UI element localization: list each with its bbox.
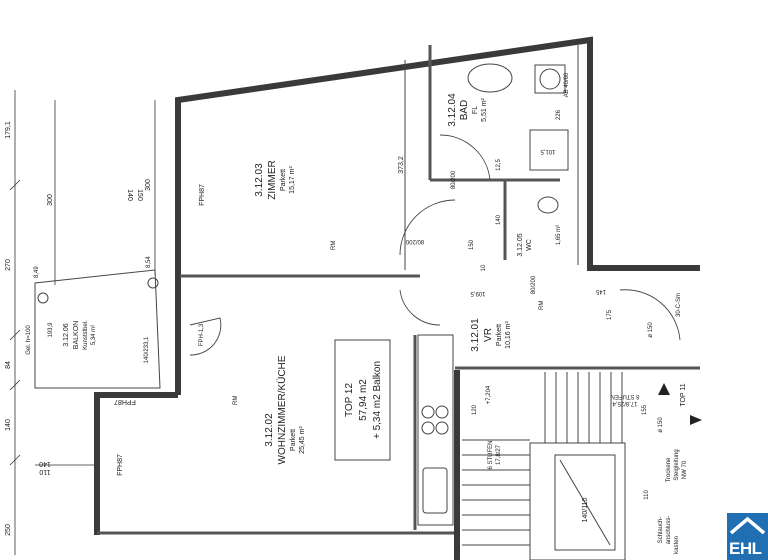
balcony: Gel. h=100 193,9 8,49 8,54 140/233,1 3.1… <box>26 256 161 389</box>
room-zimmer: 3.12.03 ZIMMER Parkett 15,17 m² <box>254 160 296 199</box>
stair-label: 6 STUFEN <box>488 440 494 469</box>
dim-label: 140 <box>39 460 51 467</box>
stair-label: 17,8/25,4 <box>612 400 638 406</box>
house-roof-icon <box>729 516 766 535</box>
stair-label: 17,8/27 <box>496 444 502 465</box>
note-label: kasten <box>674 536 680 554</box>
balcony-area: + 5,34 m2 Balkon <box>372 361 383 439</box>
note-label: Schlauch- <box>658 517 664 544</box>
smoke-detector-label: RM <box>331 241 337 250</box>
dim-label: 300 <box>47 194 54 206</box>
note-label: AB 40/60 <box>564 72 570 97</box>
stair-label: 8 STUFEN <box>610 393 639 399</box>
dim-label: 300 <box>145 179 152 191</box>
dim-label: 110 <box>39 468 50 475</box>
dim-label: 145 <box>595 288 606 294</box>
room-area: 15,17 m² <box>289 166 296 194</box>
doors <box>189 134 681 356</box>
dim-label: 12,5 <box>496 159 502 171</box>
dim-label: 80/200 <box>531 275 537 294</box>
room-area: 5,51 m² <box>481 97 488 121</box>
room-wc: 3.12.05 WC 1,65 m² <box>517 225 562 257</box>
room-name: WOHNZIMMER/KÜCHE <box>276 355 288 464</box>
dimension-chain-left: 179,1 270 84 140 250 300 140 150 300 140… <box>5 90 156 555</box>
dim-label: 250 <box>5 524 12 536</box>
note-label: Trockene <box>666 457 672 482</box>
dim-label: 110 <box>644 490 650 500</box>
stairwell: 140/110 8 STUFEN 17,8/25,4 6 STUFEN 17,8… <box>462 372 702 560</box>
dim-label: 10 <box>481 264 487 271</box>
room-number: 3.12.05 <box>517 233 524 256</box>
dim-label: 140/233,1 <box>144 336 150 363</box>
window-label: FPH87 <box>199 184 206 206</box>
room-name: VR <box>483 328 494 342</box>
dim-label: ø 150 <box>648 322 654 338</box>
dim-label: 8,49 <box>34 266 40 278</box>
balcony-railing-label: Gel. h=100 <box>26 325 32 355</box>
smoke-detector-label: RM <box>233 396 239 405</box>
room-area: 1,65 m² <box>556 225 562 245</box>
room-name: BALKON <box>73 321 80 349</box>
dim-label: 120 <box>472 404 478 415</box>
note-label: NW 70 <box>682 460 688 479</box>
dim-label: 193,9 <box>48 322 54 338</box>
unit-number: TOP 12 <box>344 383 355 418</box>
level-label: +7,204 <box>486 385 492 404</box>
room-number: 3.12.03 <box>254 163 265 197</box>
room-bad: 3.12.04 BAD FL 5,51 m² <box>447 93 488 127</box>
fixtures <box>417 63 569 526</box>
dim-label: 8,54 <box>146 256 152 268</box>
room-floor: Parkett <box>280 169 287 191</box>
dim-label: 84 <box>5 361 12 369</box>
window-label: FPH87 <box>114 398 136 405</box>
dim-label: 150 <box>469 239 475 250</box>
note-label: anschluss- <box>666 516 672 545</box>
dim-label: 175 <box>607 309 613 320</box>
unit-area: 57,94 m2 <box>358 379 369 421</box>
room-area: 5,34 m² <box>91 325 97 345</box>
dim-label: 373,2 <box>398 156 405 174</box>
room-floor: Kunststbel. <box>83 320 89 350</box>
room-area: 25,45 m² <box>299 426 306 454</box>
dim-label: 80/200 <box>451 170 457 189</box>
room-number: 3.12.06 <box>63 323 70 346</box>
lift-label: 140/110 <box>582 498 589 523</box>
note-label: 30-C-Sm <box>676 293 682 317</box>
door-label: FPH-1,3 <box>199 323 205 346</box>
window-label: FPH87 <box>117 454 124 476</box>
room-number: 3.12.02 <box>264 413 275 447</box>
room-floor: Parkett <box>496 324 503 346</box>
smoke-detector-label: RM <box>539 301 545 310</box>
room-number: 3.12.04 <box>447 93 458 127</box>
room-vr: 3.12.01 VR Parkett 10,16 m² <box>470 318 512 352</box>
room-wohnzimmer: 3.12.02 WOHNZIMMER/KÜCHE Parkett 25,45 m… <box>264 355 306 464</box>
room-area: 10,16 m² <box>505 321 512 349</box>
dim-label: 155 <box>642 404 648 415</box>
room-number: 3.12.01 <box>470 318 481 352</box>
room-name: WC <box>526 239 533 251</box>
room-floor: Parkett <box>290 429 297 451</box>
walls <box>94 36 700 560</box>
dim-label: 140 <box>126 189 133 201</box>
dim-label: 270 <box>5 259 12 271</box>
dim-label: 226 <box>556 109 562 120</box>
note-label: Steigleitung <box>674 449 680 480</box>
dim-label: 140 <box>5 419 12 431</box>
unit-summary-box: TOP 12 57,94 m2 + 5,34 m2 Balkon <box>334 339 391 461</box>
dim-label: 80/200 <box>405 238 424 244</box>
room-name: BAD <box>459 100 470 121</box>
dim-label: 109,5 <box>470 290 486 296</box>
dim-label: 101,5 <box>540 148 556 154</box>
dim-label: ø 150 <box>658 417 664 433</box>
dim-label: 179,1 <box>5 121 12 139</box>
room-floor: FL <box>472 106 479 114</box>
ehl-logo: EHL <box>727 513 768 560</box>
dim-label: 150 <box>136 189 143 201</box>
neighbour-unit-label: TOP 11 <box>680 383 687 406</box>
dim-label: 140 <box>496 214 502 225</box>
room-name: ZIMMER <box>267 160 278 199</box>
logo-text: EHL <box>729 539 762 558</box>
